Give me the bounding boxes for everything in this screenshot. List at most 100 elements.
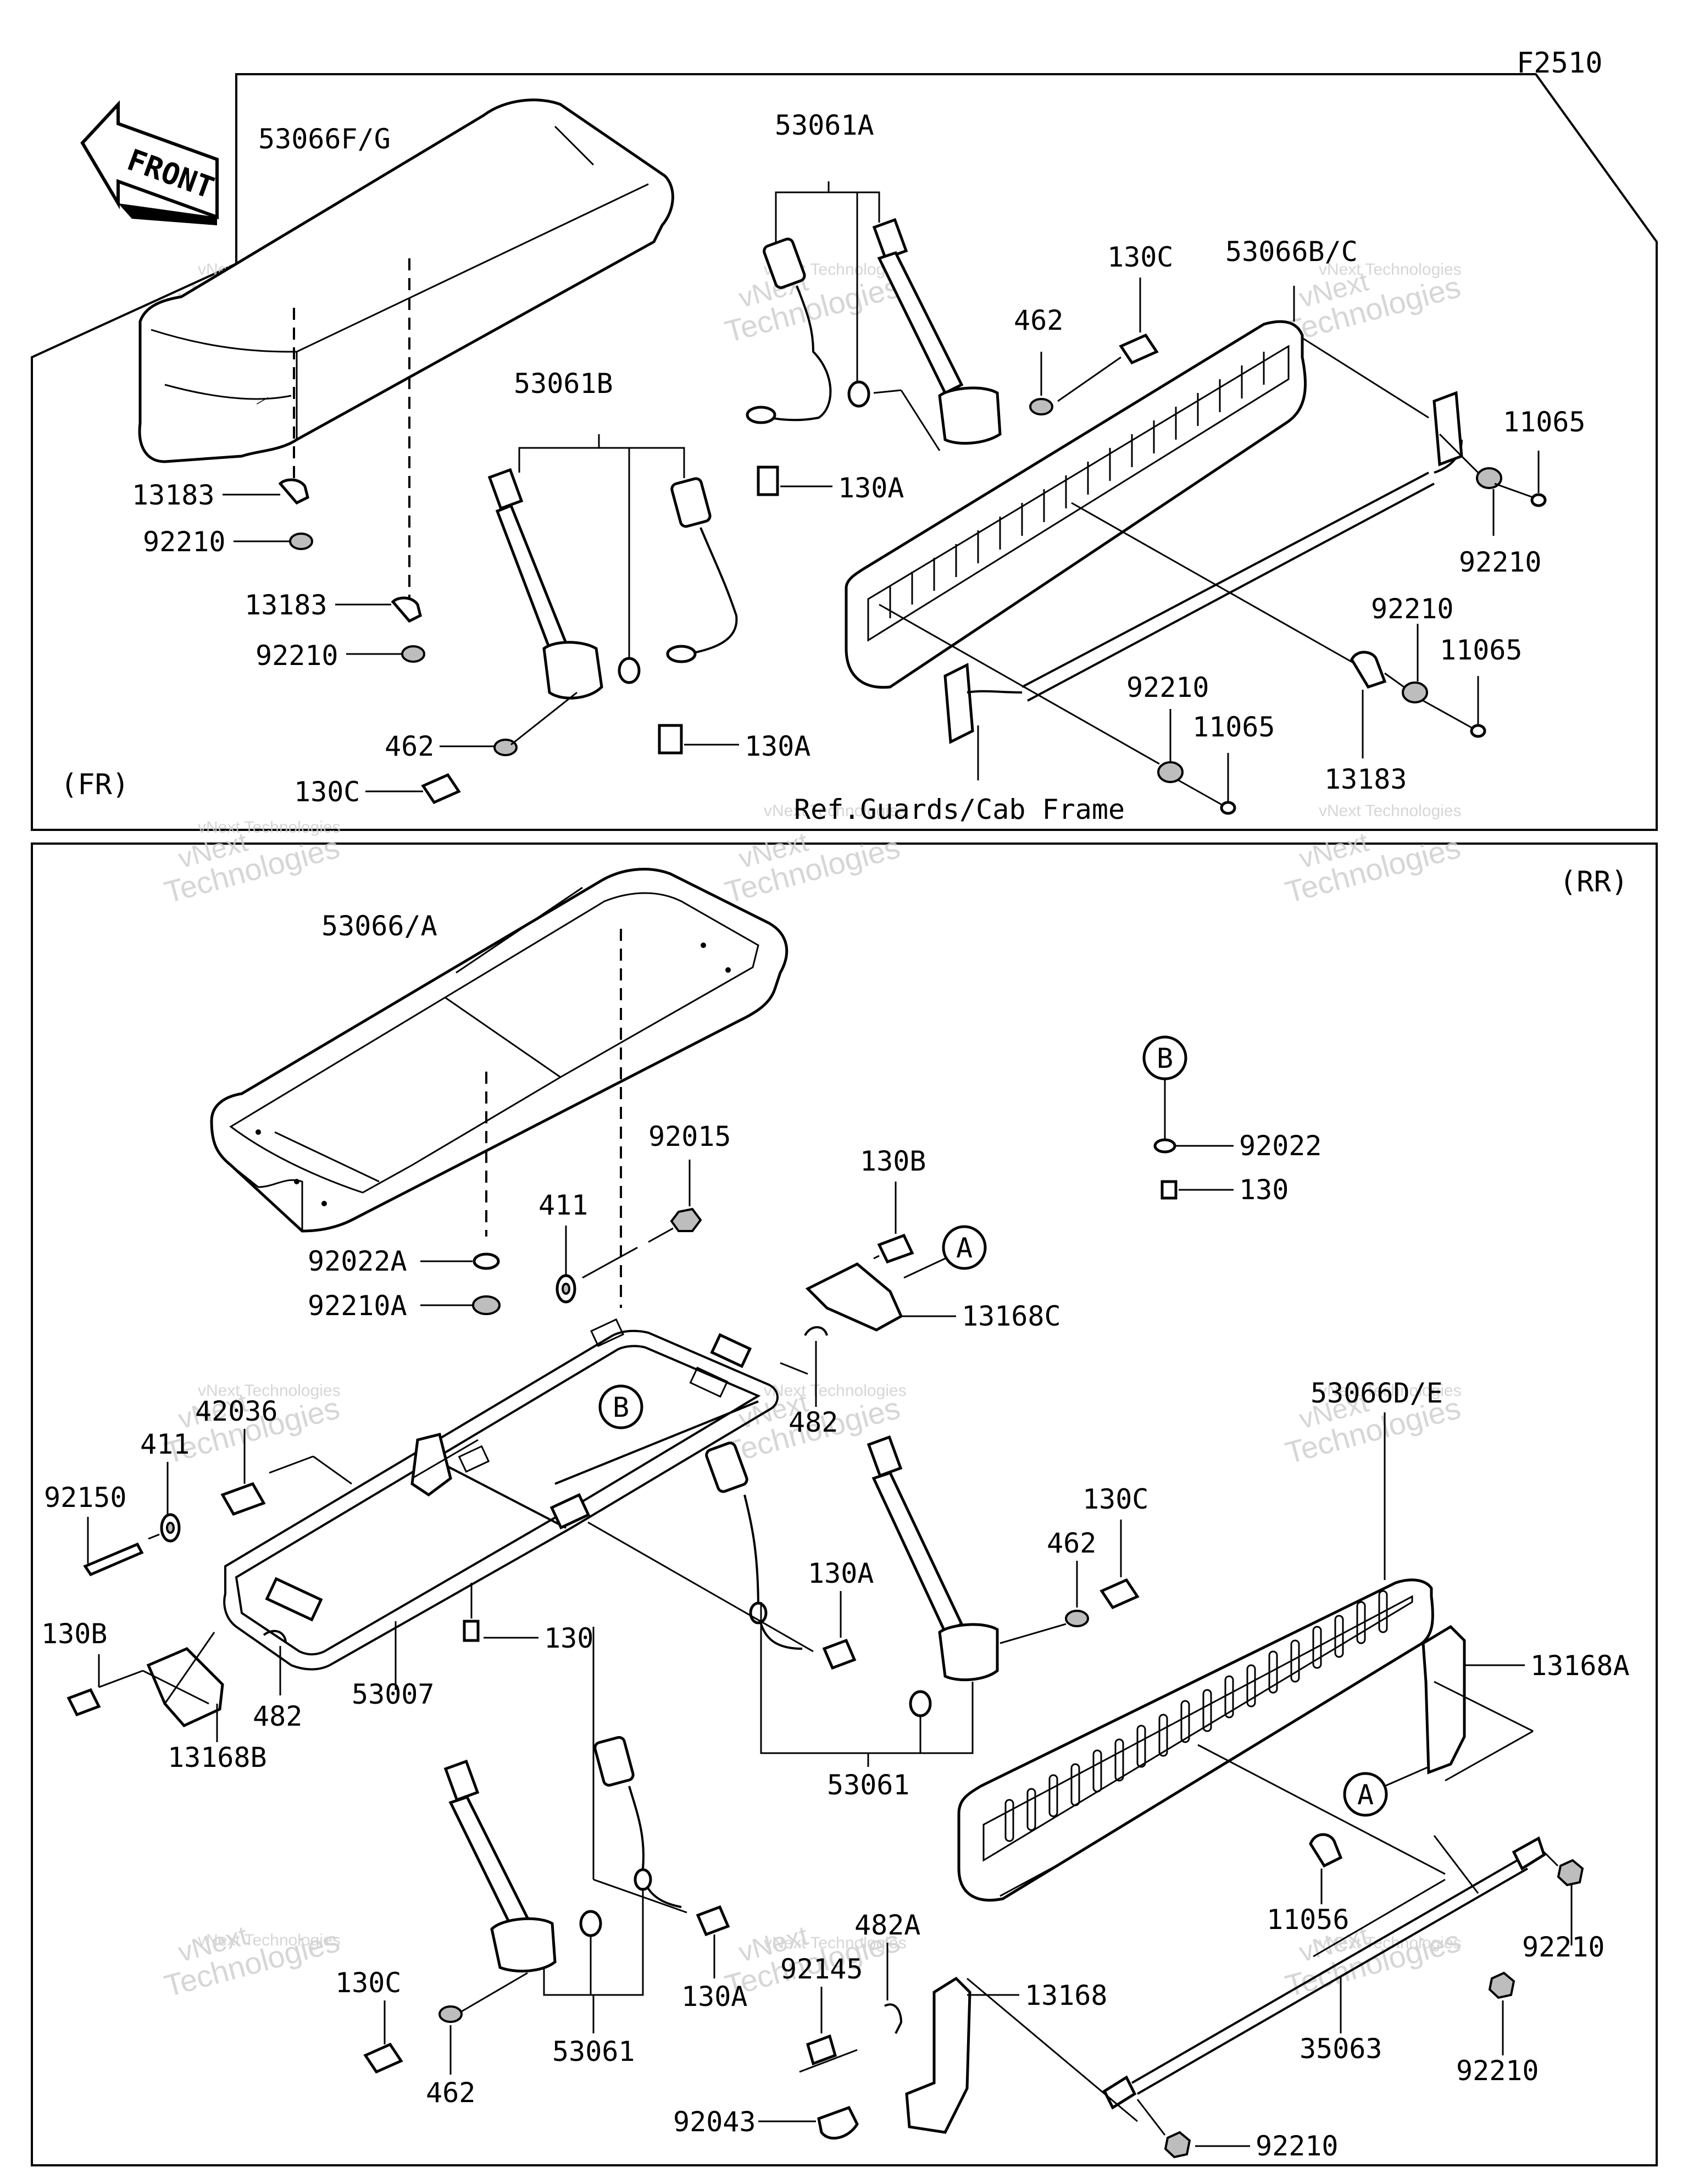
fr-clamp-13183-a [278, 478, 309, 505]
fr-nut-92210-e [1157, 761, 1184, 783]
rr-bolt-92145 [806, 2034, 837, 2066]
rr-label-92145: 92145 [780, 1953, 863, 1985]
fr-nut-92210-a [289, 533, 313, 550]
figure-code: F2510 [1517, 47, 1603, 80]
rr-bolt-130b-left [66, 1688, 101, 1717]
fr-bolt-130a-bot [658, 724, 683, 755]
fr-label-13183-a: 13183 [132, 479, 215, 511]
fr-washer-belt-b [618, 657, 641, 684]
rr-label-92210-r1: 92210 [1522, 1931, 1605, 1963]
fr-label-11065-c: 11065 [1192, 711, 1275, 743]
svg-text:vNext Technologies: vNext Technologies [198, 1931, 341, 1949]
rr-label-482a: 482A [854, 1909, 920, 1941]
fr-guard-bar [943, 391, 1463, 744]
rr-washer-belt-bot [579, 1910, 602, 1937]
rr-label-13168c: 13168C [962, 1300, 1061, 1332]
svg-text:A: A [956, 1232, 973, 1264]
rr-label-411-left: 411 [140, 1428, 190, 1460]
rr-bolt-92150 [83, 1542, 144, 1577]
rr-seat-cushion [210, 868, 789, 1233]
fr-label-130a-bot: 130A [745, 730, 810, 762]
rr-seat-frame-53007 [223, 1318, 779, 1671]
rr-clip-482-top [804, 1326, 828, 1337]
rr-washer-belt-mid [909, 1690, 932, 1717]
fr-bolt-130c-bot [421, 773, 461, 805]
rr-label-130b-top: 130B [860, 1145, 926, 1177]
rr-label-13168a: 13168A [1530, 1650, 1630, 1682]
svg-text:vNext Technologies: vNext Technologies [1319, 260, 1462, 279]
rr-bracket-13168b [146, 1647, 224, 1728]
rr-label-130a-mid: 130A [808, 1557, 874, 1589]
svg-text:A: A [1357, 1779, 1374, 1811]
rr-label-53061-bot: 53061 [552, 2036, 635, 2067]
fr-bolt-130c-top [1119, 333, 1159, 365]
rr-section-border [31, 842, 1658, 2166]
fr-label-92210-e: 92210 [1126, 672, 1209, 703]
rr-bolt-130a-bot [696, 1905, 730, 1937]
rr-label-53061-mid: 53061 [827, 1769, 910, 1801]
rr-bolt-130c [1100, 1578, 1140, 1610]
rr-backrest-53066de [957, 1578, 1434, 1902]
fr-washer-462-top [1029, 398, 1053, 415]
rr-label-130-mid: 130 [544, 1622, 593, 1654]
rr-label-92043: 92043 [673, 2106, 756, 2138]
fr-label-53061b: 53061B [514, 368, 613, 400]
rr-label-35063: 35063 [1300, 2033, 1382, 2065]
fr-seat-cushion: —— [138, 98, 674, 463]
rr-nut-92210-r1 [1557, 1859, 1584, 1887]
rr-washer-462 [1065, 1610, 1089, 1627]
rr-clamp-11056 [1309, 1833, 1343, 1868]
svg-text:vNext Technologies: vNext Technologies [764, 1934, 907, 1952]
rr-clip-482a [884, 2003, 903, 2034]
rr-label-13168b: 13168B [168, 1742, 267, 1773]
rr-bracket-13168 [905, 1976, 971, 2134]
fr-label-462-bot: 462 [385, 730, 434, 762]
svg-text:vNext Technologies: vNext Technologies [198, 818, 341, 836]
rr-clip-482-left [263, 1629, 287, 1644]
rr-bolt-130c-bot [363, 2042, 403, 2074]
rr-label-92022: 92022 [1239, 1130, 1322, 1162]
svg-text:vNext Technologies: vNext Technologies [764, 802, 907, 820]
rr-label-482-top: 482 [789, 1406, 838, 1438]
rr-bolt-130-b [1160, 1180, 1178, 1200]
fr-label-130c-top: 130C [1107, 241, 1173, 273]
rr-label-462-bot: 462 [426, 2077, 475, 2109]
fr-label-13183-b: 13183 [245, 589, 327, 621]
fr-label-92210-a: 92210 [143, 526, 226, 558]
rr-washer-462-bot [438, 2005, 463, 2023]
rr-label-53066a: 53066/A [321, 910, 437, 942]
svg-text:vNext Technologies: vNext Technologies [1319, 1934, 1462, 1952]
rr-section-tag: (RR) [1559, 866, 1628, 899]
fr-label-92210-c: 92210 [1459, 546, 1542, 578]
fr-clamp-13183-c [1350, 651, 1387, 689]
rr-washer-92022 [1153, 1138, 1176, 1154]
rr-nut-92015 [670, 1207, 702, 1232]
rr-label-130c: 130C [1082, 1483, 1148, 1515]
rr-washer-411-top [556, 1274, 576, 1304]
fr-label-92210-b: 92210 [256, 640, 338, 672]
rr-seat-belt-53061-bot [443, 1736, 682, 1972]
rr-pin-92043 [817, 2105, 859, 2140]
rr-label-130a-bot: 130A [681, 1981, 747, 2013]
rr-label-11056: 11056 [1267, 1904, 1350, 1936]
front-arrow-icon: FRONT [80, 100, 219, 225]
fr-label-462-top: 462 [1014, 304, 1063, 336]
rr-label-92022a: 92022A [308, 1245, 407, 1277]
svg-text:B: B [1157, 1043, 1173, 1074]
rr-collar-42036 [220, 1482, 266, 1516]
rr-label-130c-bot: 130C [335, 1967, 401, 1999]
svg-text:vNext Technologies: vNext Technologies [198, 1382, 341, 1400]
rr-label-130b-left: 130B [41, 1618, 107, 1650]
svg-text:vNext Technologies: vNext Technologies [1319, 802, 1462, 820]
fr-label-53061a: 53061A [775, 109, 874, 141]
fr-nut-11065-a [1530, 493, 1547, 507]
rr-washer-92022a [473, 1252, 500, 1270]
rr-label-92150: 92150 [44, 1482, 127, 1514]
rr-label-92015: 92015 [648, 1121, 731, 1152]
rr-label-482-left: 482 [253, 1700, 302, 1732]
rr-nut-92210a [472, 1295, 501, 1315]
rr-bracket-13168a [1422, 1625, 1466, 1775]
fr-label-13183-c: 13183 [1324, 763, 1407, 795]
